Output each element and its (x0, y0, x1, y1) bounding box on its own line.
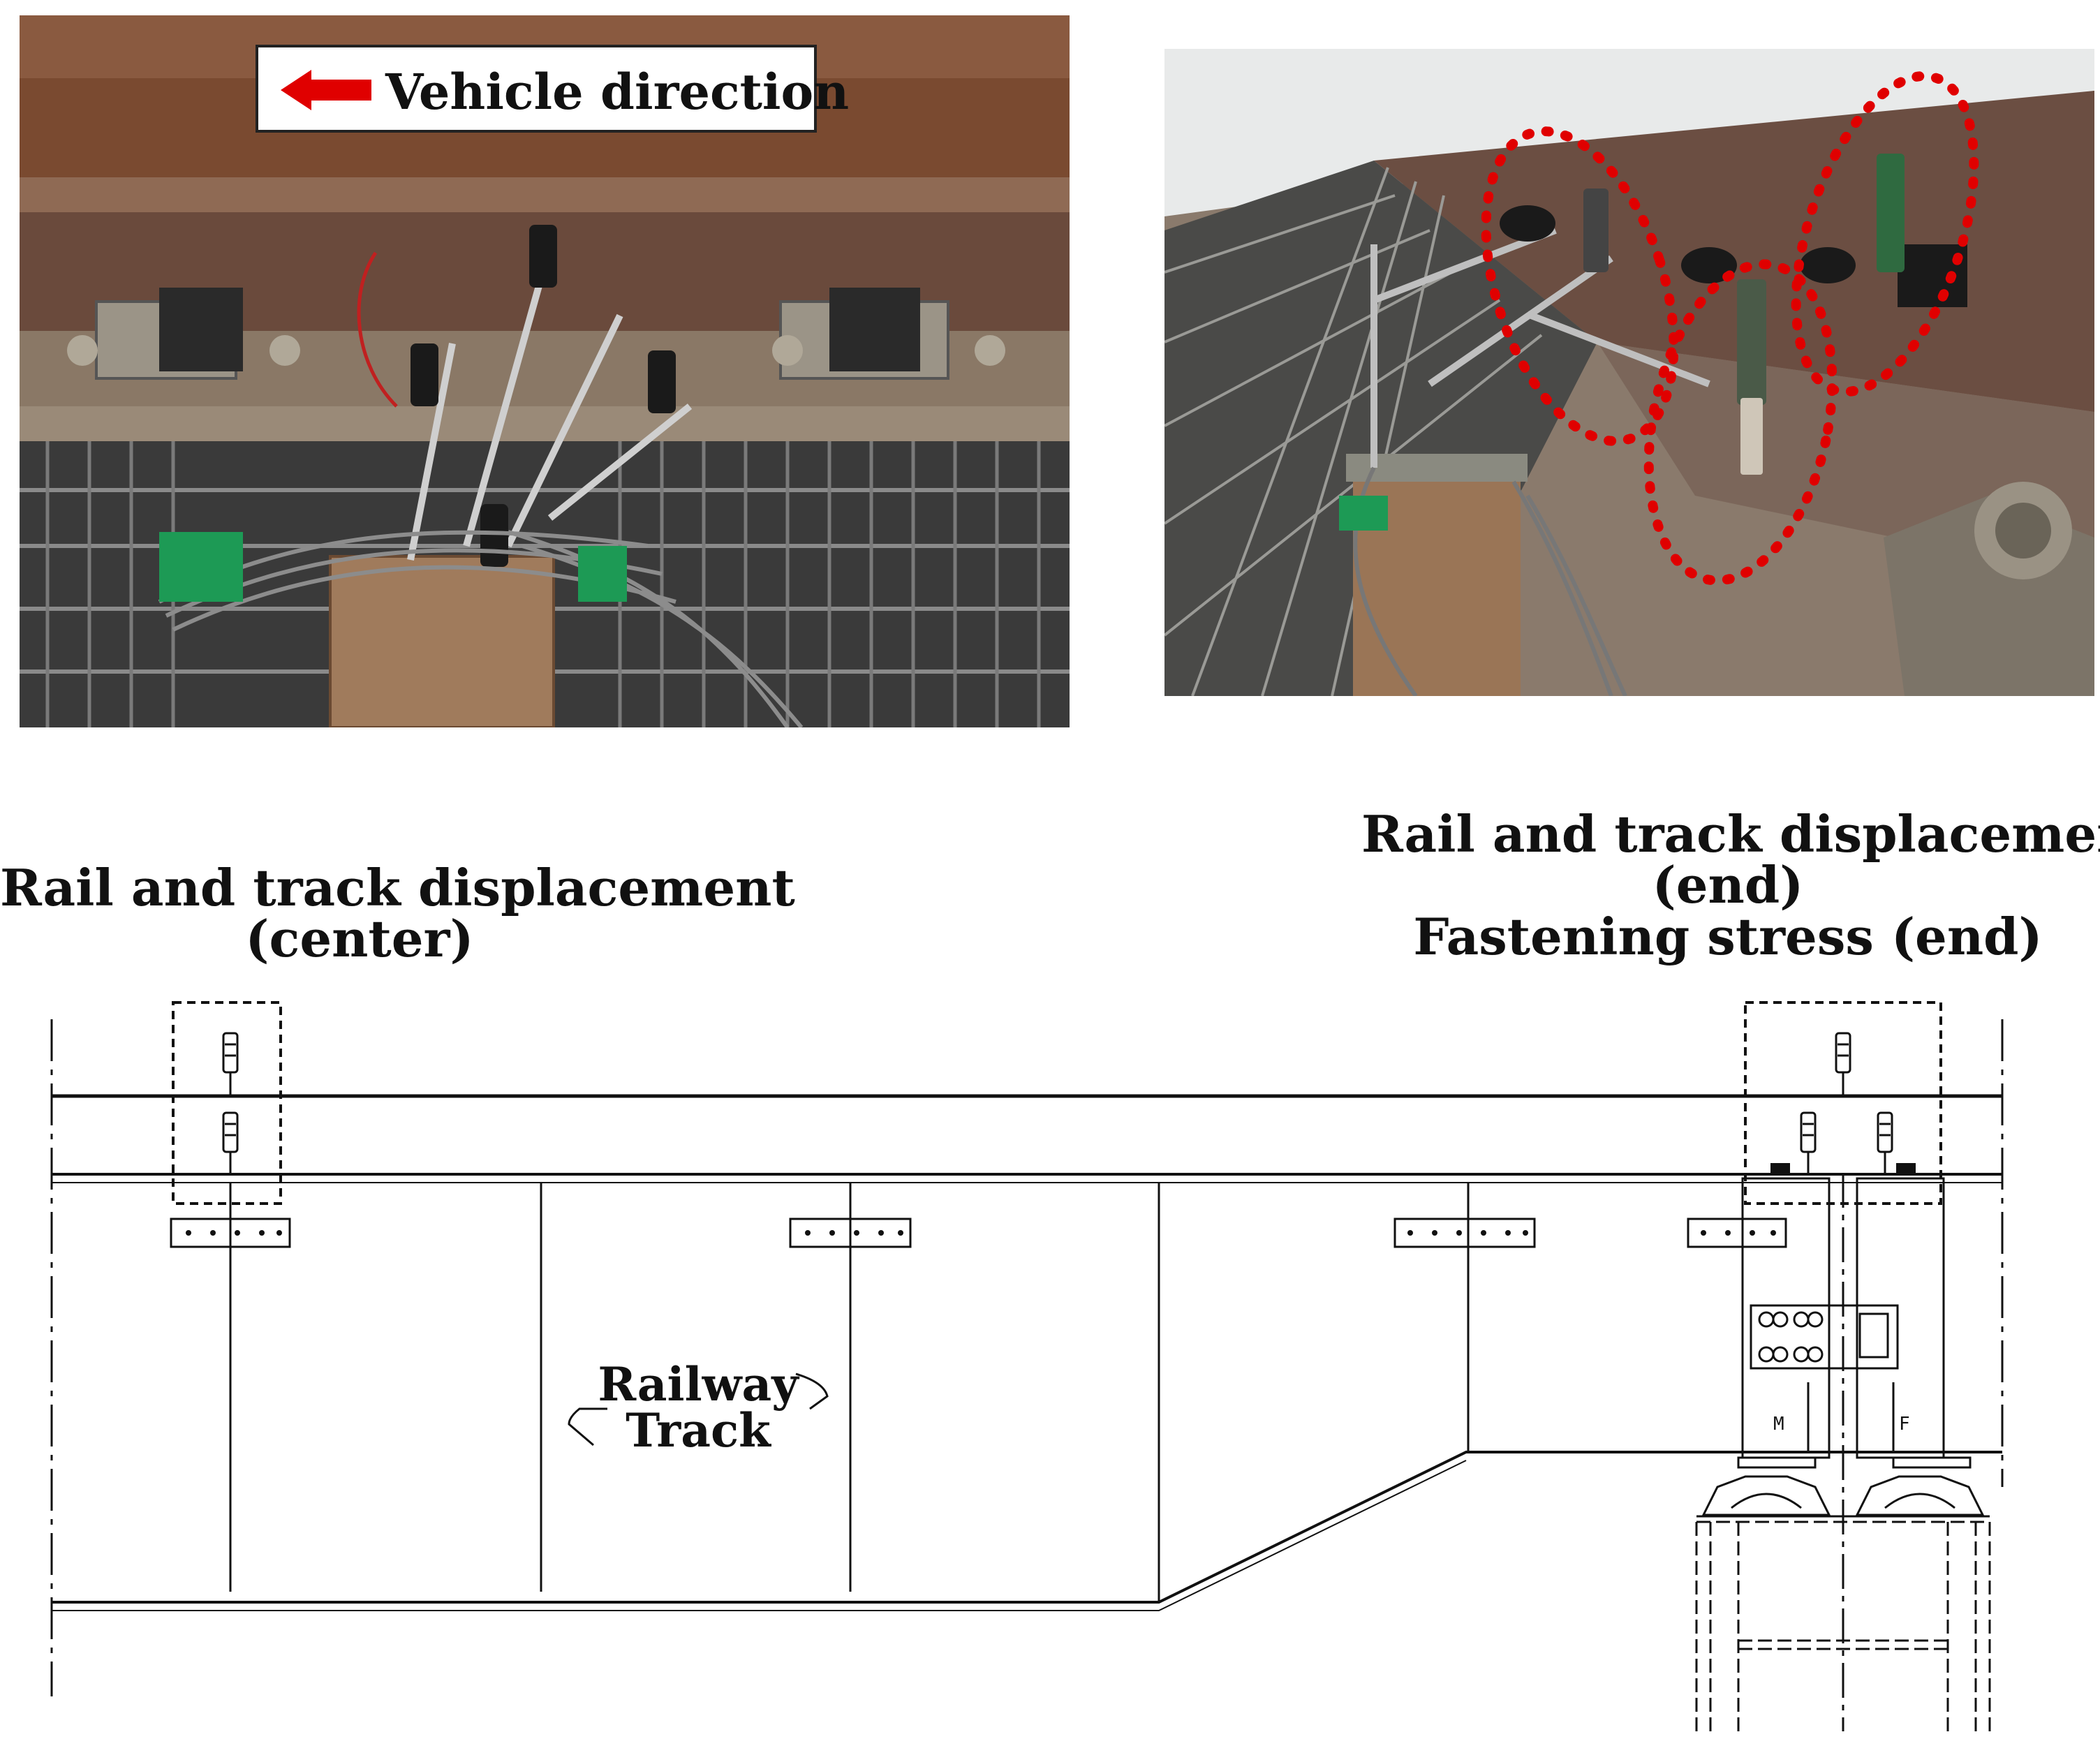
rail-head (20, 177, 1070, 212)
label-track-line1: Railway (598, 1357, 799, 1412)
anchor-bolt (1884, 482, 2094, 696)
photo-left (20, 15, 1070, 727)
bearings (1696, 1456, 1990, 1518)
splice-plates (170, 1218, 1787, 1248)
label-end-displacement: Rail and track displacement (end) Fasten… (1361, 804, 2100, 966)
track-leader-lines (568, 1372, 829, 1446)
bearing-mark-f: F (1899, 1414, 1910, 1435)
bearing-mark-m: M (1773, 1414, 1784, 1435)
label-center-line1: Rail and track displacement (0, 858, 795, 917)
label-end-line2: (end) (1652, 855, 1804, 915)
end-diaphragms (1741, 1173, 1945, 1731)
wooden-block (329, 555, 555, 727)
measurement-group-end (1744, 1001, 1942, 1205)
girder-stiffeners (229, 1183, 1470, 1602)
floor-grating (1164, 161, 1597, 696)
gauge-icon (222, 1111, 239, 1173)
sensor-highlight-ellipses (1481, 71, 1979, 586)
left-arrow-icon (281, 70, 371, 110)
sensor-rig (407, 244, 693, 561)
fastener-clamp-right (772, 288, 1005, 380)
label-center-displacement: Rail and track displacement (center) (0, 858, 795, 969)
vehicle-direction-label: Vehicle direction (385, 63, 850, 121)
label-railway-track: Railway Track (579, 1361, 817, 1453)
fastener-clamp-left (67, 288, 300, 380)
girder-elevation-drawing: M F (50, 1001, 2004, 1731)
rail (1374, 91, 2094, 412)
pier (1695, 1520, 1991, 1731)
label-track-line2: Track (626, 1403, 771, 1458)
label-end-line3: Fastening stress (end) (1413, 906, 2043, 966)
gauge-icon (222, 1032, 239, 1095)
strain-gauges (1770, 1163, 1916, 1174)
displacement-sensors (1583, 154, 1905, 475)
label-center-line2: (center) (245, 909, 474, 969)
displacement-gauges (222, 1032, 1893, 1173)
gauge-icon (1800, 1111, 1817, 1173)
gauge-icon (1835, 1032, 1851, 1095)
green-tape (159, 532, 627, 602)
measurement-group-center (172, 1001, 282, 1205)
photo-right (1164, 49, 2094, 696)
gauge-icon (1877, 1111, 1893, 1173)
vehicle-direction-callout: Vehicle direction (256, 45, 849, 133)
label-end-line1: Rail and track displacement (1361, 804, 2100, 864)
girder-bottom-flange (52, 1451, 2002, 1604)
